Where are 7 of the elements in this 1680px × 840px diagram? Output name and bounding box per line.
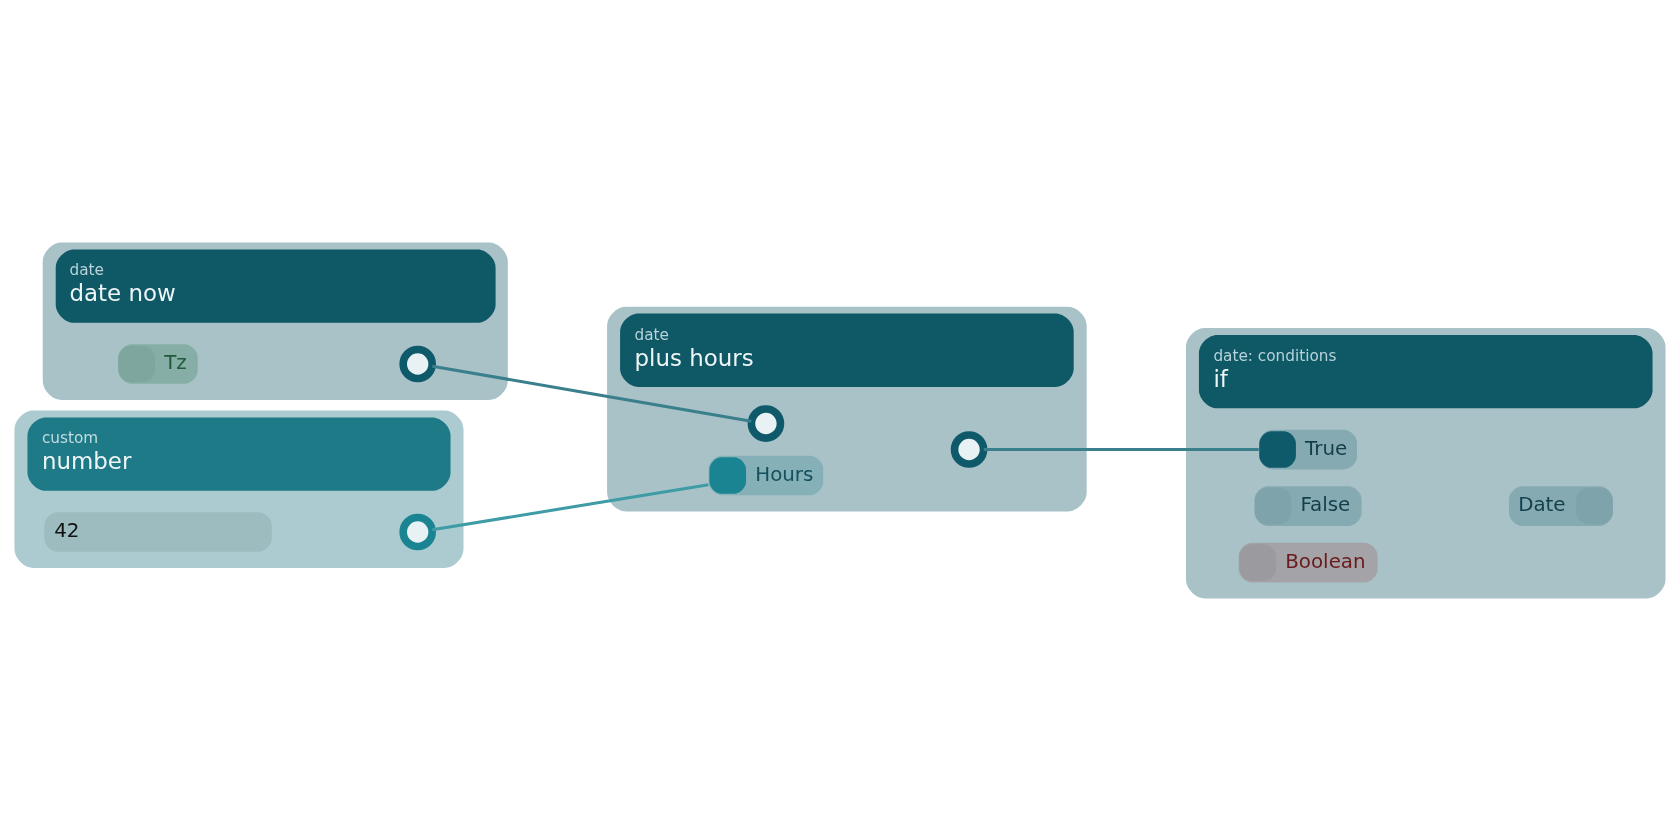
- connector: [432, 364, 752, 423]
- node-circle: [399, 345, 436, 382]
- connector: [432, 482, 709, 531]
- connector: [983, 447, 1259, 451]
- node-circle: [399, 513, 436, 550]
- node-circle: [747, 404, 785, 442]
- node-circle: [950, 430, 988, 468]
